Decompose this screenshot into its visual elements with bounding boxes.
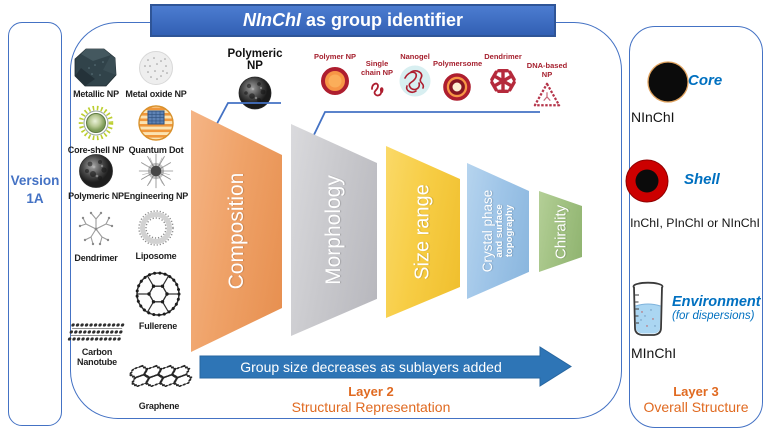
grid-item-label: Metallic NP: [73, 89, 119, 99]
polymeric-np-callout-label: Polymeric NP: [227, 48, 283, 72]
environment-label: Environment: [672, 294, 761, 310]
polymeric-np-sphere-icon: [238, 76, 272, 110]
grid-item-label: Engineering NP: [123, 191, 189, 201]
carbon-nanotube-icon: [67, 323, 125, 341]
grid-item-quantum-dot: Quantum Dot: [122, 104, 190, 155]
grid-item-polymeric-np: Polymeric NP: [64, 152, 128, 201]
grid-item-label: Fullerene: [138, 321, 178, 331]
layer3-subtitle: Overall Structure: [643, 399, 749, 415]
engineering-np-icon: [138, 153, 174, 189]
shell-value: InChI, PInChI or NInChI: [630, 216, 760, 230]
grid-item-label: Carbon Nanotube: [77, 347, 117, 368]
funnel-layer-size-range: Size range: [386, 146, 460, 318]
shell-label: Shell: [684, 171, 720, 188]
crystal-phase-line3: topography: [504, 204, 516, 258]
polymer-row-label: Nanogel: [400, 52, 430, 61]
polymer-row-label: DNA-based NP: [526, 61, 568, 79]
title-banner: NInChI as group identifier: [150, 4, 556, 37]
polymer-row-item-nanogel: Nanogel: [393, 52, 437, 98]
polymeric-np-icon: [79, 154, 113, 188]
polymeric-np-callout: Polymeric NP: [222, 48, 288, 111]
polymer-row-item-single-chain: Single chain NP: [357, 59, 397, 99]
banner-title-rest: as group identifier: [300, 10, 464, 30]
grid-item-dendrimer: Dendrimer: [62, 206, 130, 263]
single-chain-np-icon: [371, 82, 384, 97]
core-label: Core: [688, 72, 723, 89]
funnel-layer-chirality: Chirality: [539, 191, 582, 272]
layer3-title: Layer 3: [673, 384, 719, 399]
polymer-row-item-polymer-np: Polymer NP: [311, 52, 359, 96]
polymer-row-item-dna-based: DNA-based NP: [521, 61, 573, 109]
environment-value: MInChI: [631, 345, 677, 361]
grid-item-label: Metal oxide NP: [125, 89, 187, 99]
grid-item-liposome: Liposome: [122, 208, 190, 261]
core-shell-np-icon: [78, 105, 114, 141]
shell-icon: [625, 159, 669, 203]
polymer-row-item-dendrimer: Dendrimer: [479, 52, 527, 97]
version-line2: 1A: [26, 190, 44, 206]
beaker-icon: [632, 281, 664, 336]
layer2-title: Layer 2: [348, 384, 394, 399]
polymer-row-item-polymersome: Polymersome: [433, 59, 483, 102]
funnel-layer-composition: Composition: [191, 110, 282, 352]
grid-item-graphene: Graphene: [116, 362, 202, 411]
core-icon: [647, 61, 689, 103]
liposome-icon: [138, 210, 174, 246]
grid-item-fullerene: Fullerene: [124, 268, 192, 331]
version-line1: Version: [10, 173, 60, 188]
grid-item-label: Core-shell NP: [67, 145, 125, 155]
polymer-row-label: Polymersome: [433, 59, 483, 68]
funnel-layer-morphology: Morphology: [291, 124, 377, 336]
funnel-layer-label: Size range: [411, 184, 434, 280]
nanogel-icon: [399, 65, 431, 97]
grid-item-carbon-nanotube: Carbon Nanotube: [60, 320, 134, 367]
dna-based-np-icon: [533, 82, 561, 107]
grid-item-metallic-np: Metallic NP: [64, 48, 128, 99]
grid-item-label: Graphene: [138, 401, 180, 411]
environment-sublabel: (for dispersions): [672, 310, 755, 322]
grid-item-engineering-np: Engineering NP: [122, 152, 190, 201]
funnel-layer-label: Composition: [224, 172, 248, 290]
polymer-row-label: Polymer NP: [313, 52, 357, 61]
grid-item-metal-oxide-np: Metal oxide NP: [122, 50, 190, 99]
core-value: NInChI: [631, 109, 675, 125]
polymer-row-label: Dendrimer: [484, 52, 522, 61]
polymer-np-icon: [321, 66, 349, 95]
fullerene-icon: [135, 271, 181, 317]
funnel-layer-label: Chirality: [552, 204, 569, 259]
version-panel: [8, 22, 62, 426]
grid-item-label: Liposome: [135, 251, 177, 261]
funnel-layer-label: Crystal phase and surface topography: [479, 189, 516, 273]
version-label: Version 1A: [8, 172, 62, 207]
dendrimer-red-icon: [490, 68, 516, 93]
metallic-np-icon: [74, 48, 117, 87]
grid-item-label: Quantum Dot: [128, 145, 184, 155]
grid-item-core-shell-np: Core-shell NP: [64, 104, 128, 155]
quantum-dot-icon: [138, 105, 174, 141]
polymersome-icon: [443, 72, 471, 101]
grid-item-label: Polymeric NP: [68, 191, 124, 201]
graphene-icon: [126, 364, 195, 388]
funnel-layer-label: Morphology: [322, 175, 345, 285]
crystal-phase-line1: Crystal phase: [479, 189, 495, 273]
grid-item-label: Dendrimer: [74, 253, 118, 263]
banner-title-em: NInChI: [242, 10, 301, 30]
dendrimer-icon: [78, 211, 114, 246]
metal-oxide-np-icon: [139, 51, 173, 85]
layer2-subtitle: Structural Representation: [291, 399, 451, 415]
group-size-arrow-label: Group size decreases as sublayers added: [240, 359, 502, 375]
polymer-row-label: Single chain NP: [360, 59, 394, 77]
